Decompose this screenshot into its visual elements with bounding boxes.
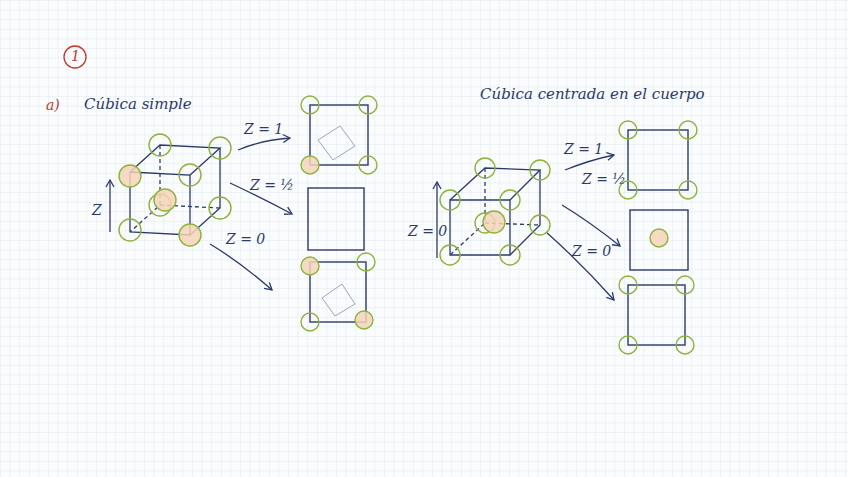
plane-label: Z = 0 [226,232,265,247]
highlighted-atom [301,257,319,275]
plane-label: Z = 1 [244,122,283,137]
atom [179,164,201,186]
highlighted-atom [179,224,201,246]
highlighted-atom [301,156,319,174]
atom [357,253,375,271]
atom [475,158,495,178]
plane-label: Z = ½ [582,172,626,187]
atom [619,336,637,354]
atom [619,121,637,139]
leader-arrows [110,138,620,300]
item-letter: a) [46,98,60,113]
structure-title: Cúbica simple [84,96,192,113]
highlighted-atom [650,229,668,247]
axis-label: Z = 0 [408,224,447,239]
atom [530,160,550,180]
plane-label: Z = ½ [250,178,294,193]
atom [619,276,637,294]
inner-square [318,126,355,316]
atom [440,190,460,210]
atom [149,134,171,156]
atom [500,245,520,265]
atom [530,215,550,235]
atoms [119,96,697,354]
plane-label: Z = 1 [564,142,603,157]
atom [440,245,460,265]
axis-label: Z [92,203,102,218]
atom [209,137,231,159]
atom [500,190,520,210]
highlighted-atom [483,211,505,233]
atom [209,197,231,219]
atom [301,313,319,331]
number-circle [64,46,86,68]
bcc-cell [450,168,540,255]
atom [676,276,694,294]
atom [679,181,697,199]
highlighted-atom [154,189,176,211]
structure-title: Cúbica centrada en el cuerpo [480,86,705,103]
section-number: 1 [71,49,80,64]
highlighted-atom [355,311,373,329]
atom [359,156,377,174]
atom [119,219,141,241]
highlighted-atom [119,165,141,187]
plane-label: Z = 0 [572,244,611,259]
simple-cubic-cell [130,145,220,235]
atom [679,121,697,139]
atom [359,96,377,114]
atom [301,96,319,114]
atom [676,336,694,354]
plane-squares [308,105,688,345]
